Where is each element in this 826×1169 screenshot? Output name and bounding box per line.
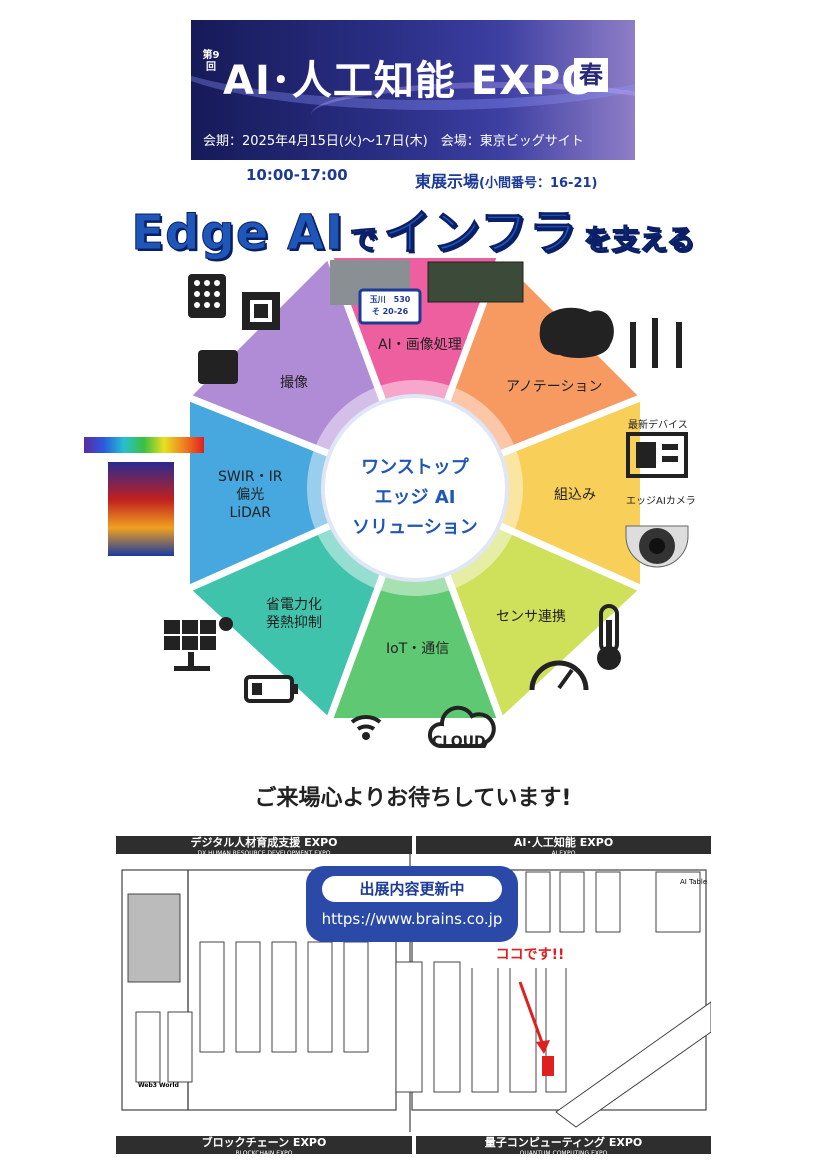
web3-label: Web3 World: [138, 1082, 179, 1089]
headline-sasaeru: を支える: [583, 223, 695, 257]
season-badge: 春: [574, 58, 608, 92]
latest-device-label: 最新デバイス: [628, 420, 688, 431]
lens-icon: [198, 350, 238, 384]
cloud-icon: [428, 705, 496, 748]
booth-number: (小間番号：16-21): [479, 176, 598, 191]
ai-brain-icon: [539, 307, 682, 368]
update-title: 出展内容更新中: [322, 876, 502, 902]
center-line-2: エッジ AI: [374, 487, 456, 508]
edition-label: 第9回: [202, 50, 220, 73]
segment-ai-label: AI・画像処理: [378, 337, 462, 353]
spectrum-bar: [84, 437, 204, 453]
headline-edge-ai: Edge AI: [131, 205, 345, 262]
segment-embedded-label: 組込み: [554, 487, 596, 503]
segment-sensor-label: センサ連携: [496, 609, 566, 625]
edge-camera-label: エッジAIカメラ: [626, 496, 696, 507]
solar-panel-icon: [164, 617, 233, 671]
expo-period: 会期：2025年4月15日(火)～17日(木) 会場：東京ビッグサイト: [203, 134, 584, 149]
expo-title: AI･人工知能 EXPO: [223, 58, 597, 104]
update-url-link[interactable]: https://www.brains.co.jp: [321, 910, 503, 928]
gauge-icon: [529, 660, 589, 691]
invite-message: ご来場心よりお待ちしています!: [254, 786, 572, 811]
here-marker-label: ココです!!: [461, 942, 599, 968]
wifi-icon: [350, 714, 382, 740]
headline-infra: インフラ: [383, 205, 578, 262]
wheel-graphic: [188, 256, 642, 720]
expo-banner: 第9回 AI･人工知能 EXPO 春 会期：2025年4月15日(火)～17日(…: [191, 20, 635, 160]
floor-plan-graphic: [121, 852, 711, 1132]
segment-imaging-label: 撮像: [280, 375, 308, 391]
center-line-1: ワンストップ: [361, 457, 469, 478]
ai-table-label: AI Table: [680, 878, 708, 886]
thermal-image: [108, 462, 174, 556]
camera-sensor-icons: [188, 274, 280, 384]
cloud-label: CLOUD: [432, 734, 486, 750]
segment-iot-label: IoT・通信: [386, 641, 450, 657]
thermometer-icon: [597, 604, 621, 670]
opening-hours: 10:00-17:00: [246, 166, 348, 184]
hall-info: 東展示場(小間番号：16-21): [415, 168, 597, 192]
headline-de: で: [349, 223, 378, 257]
center-line-3: ソリューション: [352, 517, 478, 538]
center-label: ワンストップ エッジ AI ソリューション: [190, 453, 640, 543]
hall-name: 東展示場: [415, 172, 480, 191]
update-box: 出展内容更新中 https://www.brains.co.jp: [306, 866, 518, 942]
battery-icon: [244, 675, 298, 703]
dome-camera-icon: [625, 525, 689, 568]
device-board-icon: [626, 432, 688, 478]
headline: Edge AI で インフラ を支える: [0, 193, 826, 263]
segment-power-label: 省電力化発熱抑制: [266, 597, 322, 631]
segment-annotation-label: アノテーション: [506, 379, 603, 395]
